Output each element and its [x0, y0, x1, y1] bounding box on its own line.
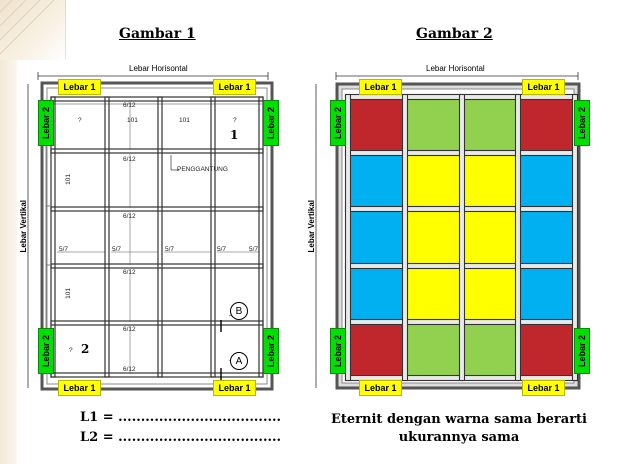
fig1-tag-lebar2-top-right: Lebar 2 [263, 100, 279, 146]
fig1-dim-101-v1: 101 [65, 174, 72, 185]
fig2-tile-r3-c2-yellow [407, 211, 460, 264]
fig1-tag-lebar1-top-left: Lebar 1 [58, 79, 101, 95]
fig2-tag-lebar1-bottom-right: Lebar 1 [522, 380, 565, 396]
fig2-tag-lebar2-bottom-left: Lebar 2 [330, 328, 346, 374]
fig1-marker-b: B [230, 302, 248, 320]
fig1-question-top-left: ? [78, 117, 82, 124]
fig2-beam-v2 [401, 93, 409, 382]
figure-2-panel: Lebar Horisontal Lebar Vertikal Lebar 1 … [304, 60, 596, 398]
fig2-tile-r1-c1-red [350, 99, 403, 151]
fig2-tile-r2-c4-blue [520, 155, 573, 207]
fig1-horizontal-label: Lebar Horisontal [129, 64, 188, 73]
fig1-tag-lebar2-bottom-right: Lebar 2 [263, 328, 279, 374]
fig2-beam-v5 [571, 93, 579, 382]
fig1-tag-lebar2-top-left: Lebar 2 [38, 100, 54, 146]
fig2-tile-r1-c2-green [407, 99, 460, 151]
fig1-tag-lebar1-bottom-right: Lebar 1 [213, 380, 256, 396]
fig1-number-2: 2 [81, 342, 90, 356]
fig2-tile-r5-c2-green [407, 324, 460, 376]
fig2-tile-r3-c4-blue [520, 211, 573, 264]
fig2-tile-r5-c3-green [464, 324, 516, 376]
color-note: Eternit dengan warna sama berarti ukuran… [331, 412, 587, 445]
fig2-tag-lebar1-bottom-left: Lebar 1 [359, 380, 402, 396]
fig1-dim-row6: 6/12 [123, 366, 136, 373]
fig2-tile-r1-c3-green [464, 99, 516, 151]
fig1-dim-5-7-a: 5/7 [59, 246, 69, 253]
fig1-dim-row5: 6/12 [123, 326, 136, 333]
fig2-tile-r2-c2-yellow [407, 155, 460, 207]
fig2-tile-r2-c1-blue [350, 155, 403, 207]
fig1-vertical-label: Lebar Vertikal [19, 200, 28, 253]
fig2-tag-lebar2-top-left: Lebar 2 [330, 100, 346, 146]
fig1-dim-row2: 6/12 [123, 156, 136, 163]
l1-fill-field: L1 = ...................................… [80, 410, 282, 425]
figure-1-panel: Lebar Horisontal Lebar Vertikal 6/12 6/1… [17, 60, 289, 398]
fig2-beam-v1 [344, 93, 352, 382]
caption-gambar-2: Gambar 2 [416, 26, 493, 42]
caption-gambar-1: Gambar 1 [119, 26, 196, 42]
fig1-dim-101-v2: 101 [65, 288, 72, 299]
fig1-tag-lebar1-bottom-left: Lebar 1 [58, 380, 101, 396]
fig1-dim-5-7-b: 5/7 [112, 246, 122, 253]
l2-fill-field: L2 = ...................................… [80, 430, 282, 445]
fig2-tile-r5-c4-red [520, 324, 573, 376]
fig1-dim-5-7-c: 5/7 [165, 246, 175, 253]
fig2-tag-lebar2-bottom-right: Lebar 2 [574, 328, 590, 374]
fig2-tile-r4-c4-blue [520, 268, 573, 320]
fig1-tag-lebar2-bottom-left: Lebar 2 [38, 328, 54, 374]
fig2-beam-v4 [514, 93, 522, 382]
fig2-tag-lebar1-top-right: Lebar 1 [522, 79, 565, 95]
corner-decoration [0, 0, 66, 60]
fig2-beam-v3 [458, 93, 466, 382]
fig2-tag-lebar2-top-right: Lebar 2 [574, 100, 590, 146]
fig1-marker-a: A [230, 352, 248, 370]
fig1-number-1: 1 [230, 128, 239, 142]
fig1-dim-101-b: 101 [179, 117, 190, 124]
left-margin-stripe [0, 60, 17, 464]
fig1-tag-lebar1-top-right: Lebar 1 [213, 79, 256, 95]
fig2-tile-r4-c2-yellow [407, 268, 460, 320]
fig1-dim-row3: 6/12 [123, 213, 136, 220]
figure-2-drawing [315, 72, 581, 390]
fig2-tile-r2-c3-yellow [464, 155, 516, 207]
fig1-dim-5-7-e: 5/7 [249, 246, 259, 253]
fig2-tile-r5-c1-red [350, 324, 403, 376]
fig1-dim-row1: 6/12 [123, 102, 136, 109]
fig1-dim-101-a: 101 [127, 117, 138, 124]
fig2-tile-r4-c3-yellow [464, 268, 516, 320]
figure-1-drawing [27, 72, 274, 391]
fig1-penggantung-label: PENGGANTUNG [177, 166, 228, 173]
fig2-tile-r3-c3-yellow [464, 211, 516, 264]
fig2-tile-grid [350, 99, 573, 376]
fig2-tile-r4-c1-blue [350, 268, 403, 320]
fig1-dim-row4: 6/12 [123, 269, 136, 276]
fig1-question-left: ? [69, 347, 73, 354]
corner-lines [0, 0, 66, 60]
fig2-tile-r1-c4-red [520, 99, 573, 151]
fig2-vertical-label: Lebar Vertikal [307, 200, 316, 253]
fig2-tag-lebar1-top-left: Lebar 1 [359, 79, 402, 95]
fig2-tile-r3-c1-blue [350, 211, 403, 264]
fig2-horizontal-label: Lebar Horisontal [426, 64, 485, 73]
fig1-question-top-right: ? [233, 117, 237, 124]
fig1-dim-5-7-d: 5/7 [217, 246, 227, 253]
